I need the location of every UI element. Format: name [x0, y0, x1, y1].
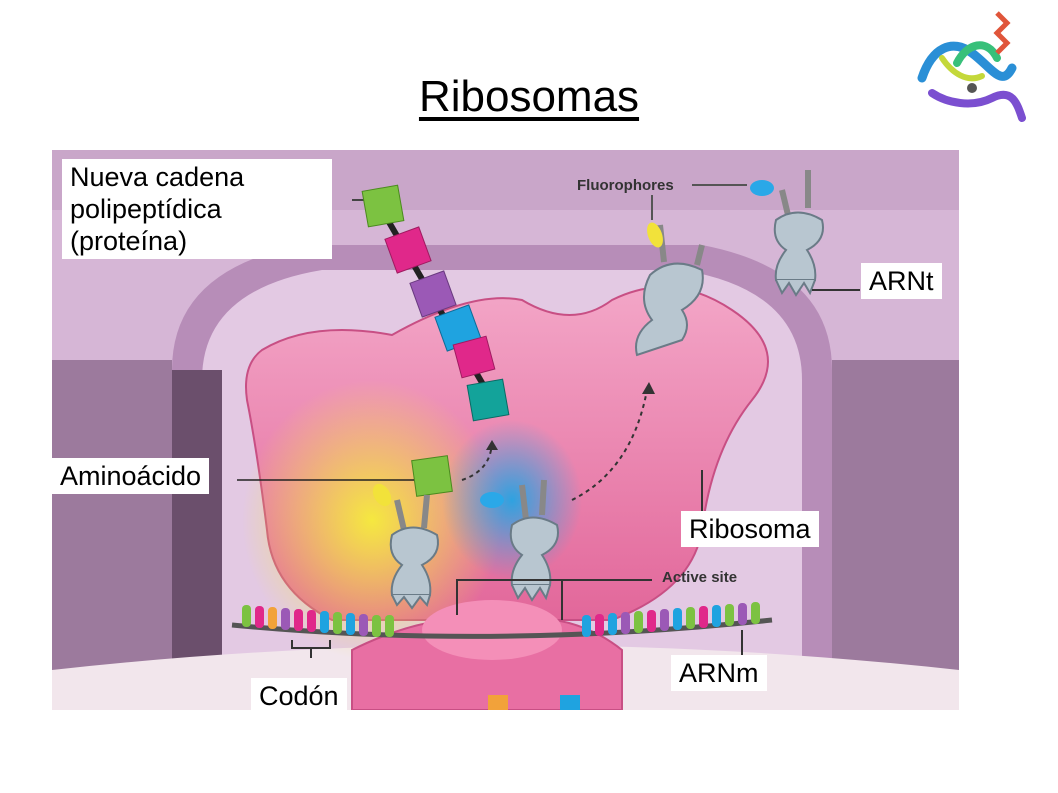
trna-p-site: [372, 483, 439, 610]
amino-acid-cube: [411, 455, 453, 497]
ribosome-label: Ribosoma: [681, 511, 819, 547]
slide-title: Ribosomas: [418, 72, 640, 121]
codon-label: Codón: [251, 678, 347, 714]
ribosome-diagram: Fluorophores Active site: [52, 150, 959, 710]
protein-structure-icon: [912, 8, 1032, 130]
mrna-strand: [231, 617, 773, 639]
active-site-caption: Active site: [662, 569, 737, 586]
trna-label: ARNt: [861, 263, 942, 299]
trna-free: [750, 170, 824, 297]
polypeptide-chain: [352, 184, 510, 422]
amino-acid-label: Aminoácido: [52, 458, 210, 494]
mrna-label: ARNm: [671, 655, 767, 691]
polypeptide-label: Nueva cadena polipeptídica (proteína): [62, 159, 332, 259]
trna-a-site: [480, 479, 559, 602]
fluorophores-caption: Fluorophores: [577, 177, 674, 194]
trna-exiting: [635, 222, 705, 357]
